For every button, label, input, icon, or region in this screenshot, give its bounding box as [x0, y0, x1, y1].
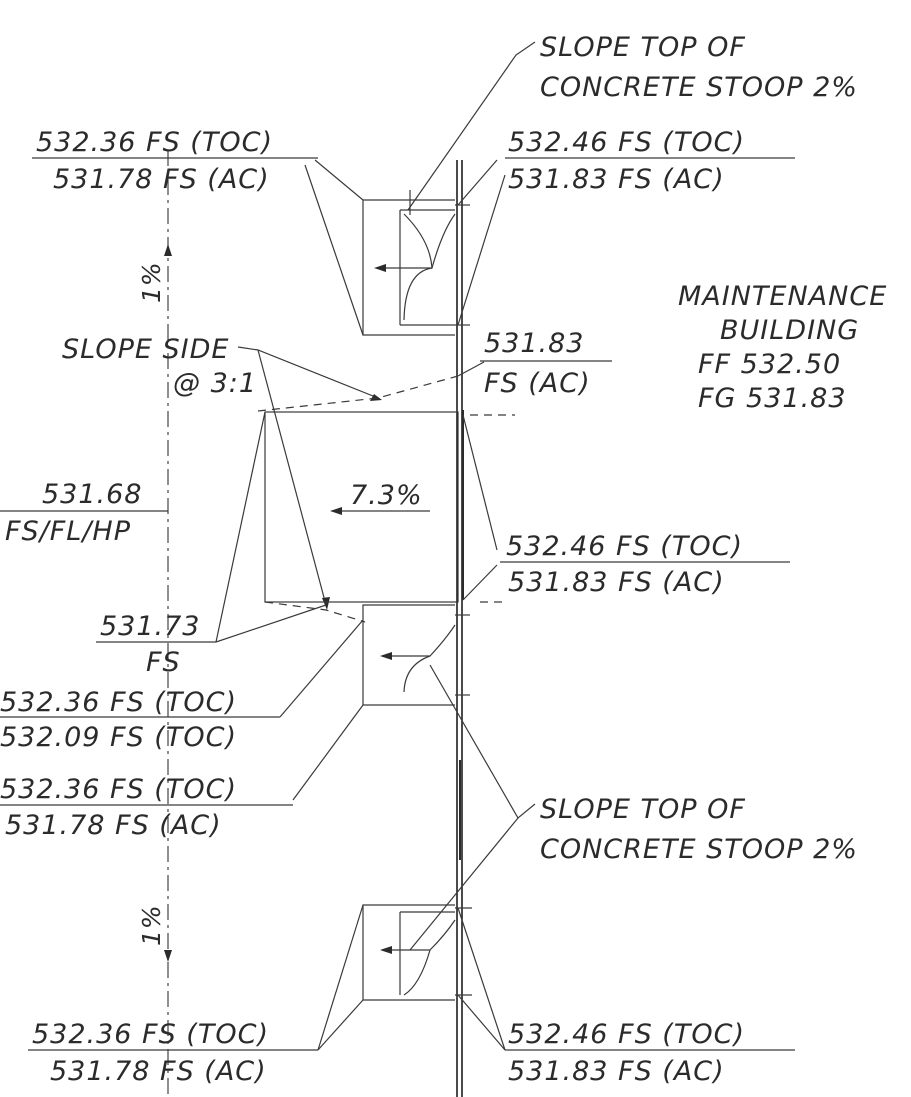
leader-531-83-fs	[457, 361, 485, 377]
callout-top-line2: CONCRETE STOOP 2%	[540, 72, 858, 103]
ramp-slope-label: 7.3%	[350, 480, 423, 511]
elev-ll-bot: FS	[146, 647, 181, 678]
callout-top-line1: SLOPE TOP OF	[540, 32, 746, 63]
slope-side-line2: @ 3:1	[173, 368, 257, 399]
stoop-top	[304, 159, 506, 336]
callout-bot-line1: SLOPE TOP OF	[540, 794, 746, 825]
slope-top-dashed	[257, 375, 459, 412]
leader-531-73	[215, 411, 266, 643]
elev-lc-bot: 532.09 FS (TOC)	[0, 722, 237, 753]
slope-side-line1: SLOPE SIDE	[62, 334, 229, 365]
elev-lc-top: 532.36 FS (TOC)	[0, 687, 237, 718]
slope-bottom-dashed	[264, 601, 366, 623]
elev-ml-top: 531.68	[42, 479, 142, 510]
slope-side-leader-2	[257, 349, 327, 606]
elev-mr-bot: 531.83 FS (AC)	[508, 567, 725, 598]
leader-531-73-b	[215, 604, 327, 643]
elev-mid-r-bot: FS (AC)	[484, 368, 591, 399]
slope-arrow-up: 1%	[137, 244, 172, 303]
elev-tr-bot: 531.83 FS (AC)	[508, 164, 725, 195]
building-name-2: BUILDING	[720, 315, 859, 346]
elev-lc2-bot: 531.78 FS (AC)	[5, 810, 222, 841]
elev-ll-top: 531.73	[100, 611, 200, 642]
slope-arrow-down: 1%	[137, 904, 172, 962]
callout-bot-line2: CONCRETE STOOP 2%	[540, 834, 858, 865]
svg-text:1%: 1%	[137, 904, 166, 946]
elev-br-bot: 531.83 FS (AC)	[508, 1056, 725, 1087]
elev-mid-r-top: 531.83	[484, 328, 584, 359]
elev-tr-top: 532.46 FS (TOC)	[508, 127, 745, 158]
elev-tl-top: 532.36 FS (TOC)	[36, 127, 273, 158]
leader-532-36-lc	[279, 619, 364, 718]
callout-bot-leader-2	[409, 817, 519, 951]
stoop-bottom	[317, 904, 506, 1051]
callout-bot-leader	[429, 664, 536, 819]
elev-mr-top: 532.46 FS (TOC)	[506, 531, 743, 562]
elev-bl-top: 532.36 FS (TOC)	[32, 1019, 269, 1050]
svg-text:1%: 1%	[137, 261, 166, 303]
stoop-middle	[362, 604, 470, 706]
elev-lc2-top: 532.36 FS (TOC)	[0, 774, 237, 805]
building-ff: FF 532.50	[698, 349, 841, 380]
building-name-1: MAINTENANCE	[678, 281, 887, 312]
callout-top-leader	[407, 41, 536, 211]
elev-tl-bot: 531.78 FS (AC)	[53, 164, 270, 195]
building-fg: FG 531.83	[698, 383, 847, 414]
ramp-area: 7.3%	[264, 411, 498, 603]
elev-bl-bot: 531.78 FS (AC)	[50, 1056, 267, 1087]
leader-532-36-lc2	[292, 704, 364, 801]
elev-br-top: 532.46 FS (TOC)	[508, 1019, 745, 1050]
elev-ml-bot: FS/FL/HP	[5, 516, 131, 547]
